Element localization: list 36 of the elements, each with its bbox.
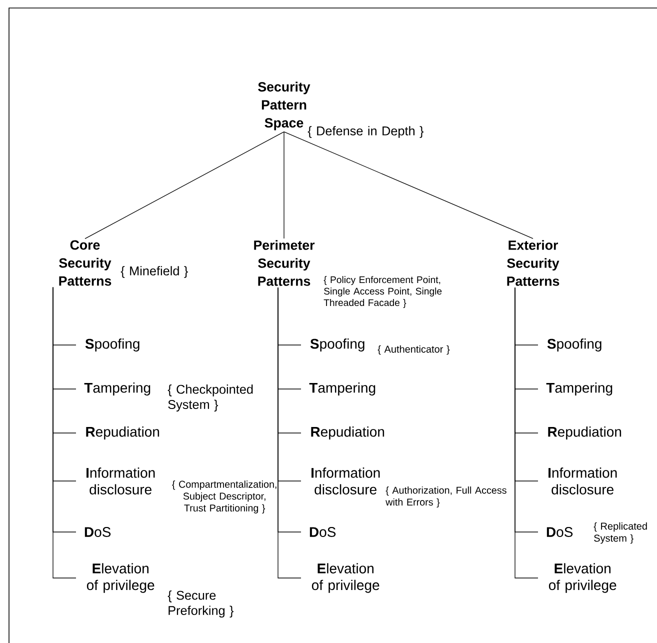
connector-line bbox=[284, 131, 534, 239]
heading-text: Security Pattern Space bbox=[258, 82, 310, 130]
pattern-note: { Defense in Depth } bbox=[308, 126, 424, 138]
pattern-note: { Authenticator } bbox=[378, 345, 450, 355]
threat-label: Spoofing bbox=[547, 338, 602, 352]
pattern-note: { Replicated System } bbox=[594, 522, 647, 544]
tree-line bbox=[52, 287, 76, 578]
pattern-note: { Authorization, Full Access with Errors } bbox=[386, 486, 506, 508]
threat-label: Tampering bbox=[84, 382, 150, 396]
pattern-note: { Compartmentalization, Subject Descriptor, Trust Partitioning } bbox=[172, 480, 276, 514]
pattern-note: { Secure Preforking } bbox=[168, 590, 234, 618]
threat-label: Repudiation bbox=[548, 426, 622, 440]
threat-label: Spoofing bbox=[310, 338, 364, 352]
threat-label: Repudiation bbox=[86, 426, 160, 440]
heading-text: Core Security Patterns bbox=[59, 240, 112, 286]
threat-label: DoS bbox=[310, 527, 336, 537]
heading-text: Exterior Security Patterns bbox=[507, 240, 560, 286]
threat-label: Information disclosure bbox=[86, 468, 155, 494]
threat-label: Spoofing bbox=[85, 338, 140, 352]
connector-line bbox=[84, 131, 284, 240]
tree-line bbox=[278, 287, 302, 578]
threat-label: DoS bbox=[84, 527, 111, 537]
threat-label: Repudiation bbox=[311, 426, 384, 440]
threat-label: DoS bbox=[546, 527, 573, 537]
threat-label: Tampering bbox=[546, 382, 612, 396]
threat-label: Information disclosure bbox=[548, 468, 617, 494]
heading-text: Perimeter Security Patterns bbox=[254, 240, 315, 286]
threat-label: Elevation of privilege bbox=[86, 563, 154, 593]
threat-label: Elevation of privilege bbox=[312, 563, 380, 593]
pattern-note: { Checkpointed System } bbox=[168, 384, 253, 412]
threat-label: Elevation of privilege bbox=[548, 563, 616, 593]
threat-label: Information disclosure bbox=[312, 468, 380, 494]
pattern-note: { Minefield } bbox=[120, 266, 188, 278]
threat-label: Tampering bbox=[309, 382, 376, 396]
tree-line bbox=[514, 287, 538, 578]
pattern-note: { Policy Enforcement Point, Single Access Point, Single Threaded Facade } bbox=[324, 276, 442, 308]
